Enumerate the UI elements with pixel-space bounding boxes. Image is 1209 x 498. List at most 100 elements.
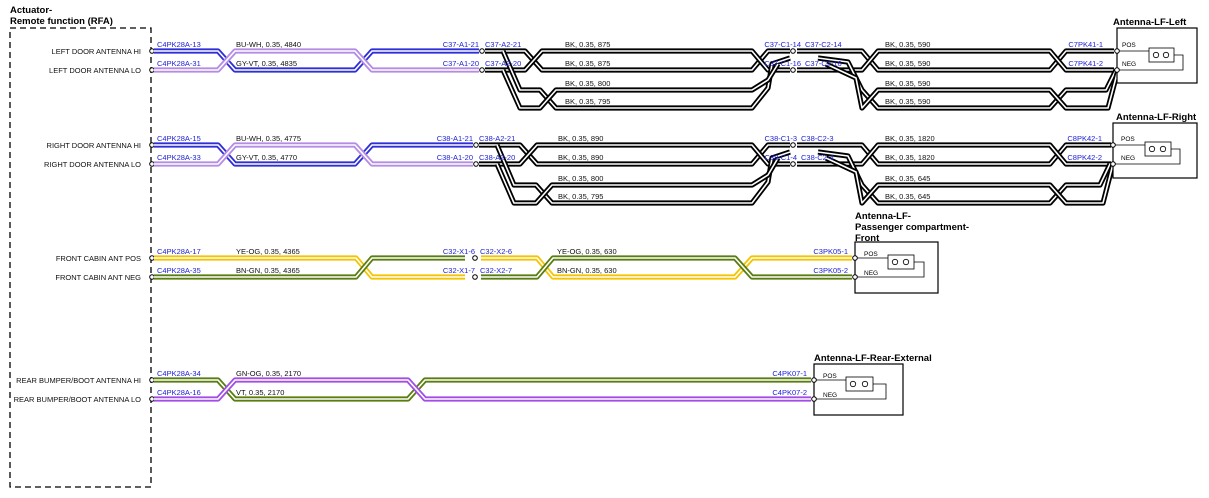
connector-label: C4PK28A-15 [157, 134, 201, 143]
wire-core [154, 257, 465, 278]
pin-label: RIGHT DOOR ANTENNA HI [47, 141, 141, 150]
connector-label: C37-A2-21 [485, 40, 521, 49]
connector-label: C4PK28A-16 [157, 388, 201, 397]
wire-label: GN-OG, 0.35, 2170 [236, 369, 301, 378]
connector-label: C8PK42-2 [1067, 153, 1102, 162]
connector-label: C3PK05-2 [813, 266, 848, 275]
rfa-module: Actuator-Remote function (RFA)LEFT DOOR … [9, 5, 155, 488]
connector-label: C37-C2-14 [805, 40, 842, 49]
wire-core [825, 157, 1114, 204]
connector-label: C32-X2-7 [480, 266, 512, 275]
terminal [149, 142, 155, 148]
connector-label: C32-X1-7 [443, 266, 475, 275]
terminal [149, 377, 155, 383]
inline-connector-terminal [790, 142, 796, 148]
terminal [149, 274, 155, 280]
component-title: Antenna-LF- [855, 211, 911, 222]
pin-pos-label: POS [864, 251, 878, 258]
connector-label: C4PK28A-35 [157, 266, 201, 275]
wire-label: BK, 0.35, 795 [565, 97, 610, 106]
connector-label: C32-X2-6 [480, 247, 512, 256]
terminal [811, 396, 817, 402]
pin-neg-label: NEG [823, 392, 837, 399]
connector-label: C38-C2-4 [801, 153, 834, 162]
wire-core [154, 144, 473, 165]
terminal [149, 255, 155, 261]
terminal [852, 274, 858, 280]
wire-core [502, 63, 779, 109]
component-title: Antenna-LF-Right [1116, 112, 1197, 123]
connector-label: C4PK28A-33 [157, 153, 201, 162]
coil-node [902, 258, 910, 266]
terminal [811, 377, 817, 383]
wire-core [502, 50, 791, 109]
wire-label: VT, 0.35, 2170 [236, 388, 284, 397]
connector-label: C37-A2-20 [485, 59, 521, 68]
connector-label: C3PK05-1 [813, 247, 848, 256]
component-title: Antenna-LF-Rear-External [814, 353, 932, 364]
pin-pos-label: POS [1121, 136, 1135, 143]
wire-label: BK, 0.35, 590 [885, 59, 930, 68]
wire-core [479, 144, 790, 165]
wire-label: BN-GN, 0.35, 4365 [236, 266, 300, 275]
connector-label: C38-C1-4 [764, 153, 797, 162]
connector-label: C37-A1-20 [443, 59, 479, 68]
wire-core [481, 257, 852, 278]
connector-label: C37-C2-16 [805, 59, 842, 68]
wire-core [496, 144, 791, 204]
connector-label: C37-C1-14 [764, 40, 801, 49]
coil-node [861, 380, 869, 388]
connector-label: C4PK28A-17 [157, 247, 201, 256]
pin-label: REAR BUMPER/BOOT ANTENNA HI [16, 376, 141, 385]
inline-connector-terminal [473, 142, 479, 148]
connector-label: C4PK07-1 [772, 369, 807, 378]
wire-label: BK, 0.35, 875 [565, 59, 610, 68]
pin-label: LEFT DOOR ANTENNA LO [49, 66, 141, 75]
connector-label: C4PK28A-13 [157, 40, 201, 49]
terminal [852, 255, 858, 261]
wire-gy-vt [154, 142, 473, 167]
rfa-title-line2: Remote function (RFA) [10, 16, 113, 27]
wire-label: BK, 0.35, 645 [885, 192, 930, 201]
wire-core [154, 50, 479, 71]
antenna-coil-icon [1148, 47, 1175, 63]
wire-label: BK, 0.35, 795 [558, 192, 603, 201]
connector-label: C38-A2-20 [479, 153, 515, 162]
internal-wiring [855, 257, 925, 278]
inline-connector-terminal [479, 48, 485, 54]
wire-core [481, 257, 852, 278]
wire-label: BN-GN, 0.35, 630 [557, 266, 617, 275]
connector-label: C38-C1-3 [764, 134, 797, 143]
inline-connector-terminal [479, 67, 485, 73]
wire-core [154, 379, 811, 400]
connector-label: C38-A1-21 [437, 134, 473, 143]
connector-label: C37-A1-21 [443, 40, 479, 49]
pin-pos-label: POS [823, 373, 837, 380]
wire-label: BK, 0.35, 1820 [885, 134, 935, 143]
wire-label: BU-WH, 0.35, 4840 [236, 40, 301, 49]
connector-label: C38-C2-3 [801, 134, 834, 143]
wire-core [154, 50, 479, 71]
pin-label: RIGHT DOOR ANTENNA LO [44, 160, 141, 169]
coil-node [1148, 145, 1156, 153]
antenna-coil-icon [845, 376, 874, 392]
inline-connector-terminal [473, 161, 479, 167]
wire-core [797, 50, 1114, 71]
wire-gy-vt [154, 48, 479, 73]
inline-connector-terminal [472, 255, 478, 261]
connector-label: C7PK41-2 [1068, 59, 1103, 68]
wire-label: BK, 0.35, 1820 [885, 153, 935, 162]
connector-label: C4PK07-2 [772, 388, 807, 397]
wire-label: BK, 0.35, 590 [885, 97, 930, 106]
antenna-lf-passenger-front-component: Antenna-LF-Passenger compartment-FrontPO… [854, 211, 969, 294]
wire-core [154, 144, 473, 165]
pin-label: LEFT DOOR ANTENNA HI [52, 47, 141, 56]
internal-wiring [814, 379, 887, 400]
terminal [149, 396, 155, 402]
inline-connector-terminal [790, 67, 796, 73]
antenna-coil-icon [1144, 141, 1172, 157]
